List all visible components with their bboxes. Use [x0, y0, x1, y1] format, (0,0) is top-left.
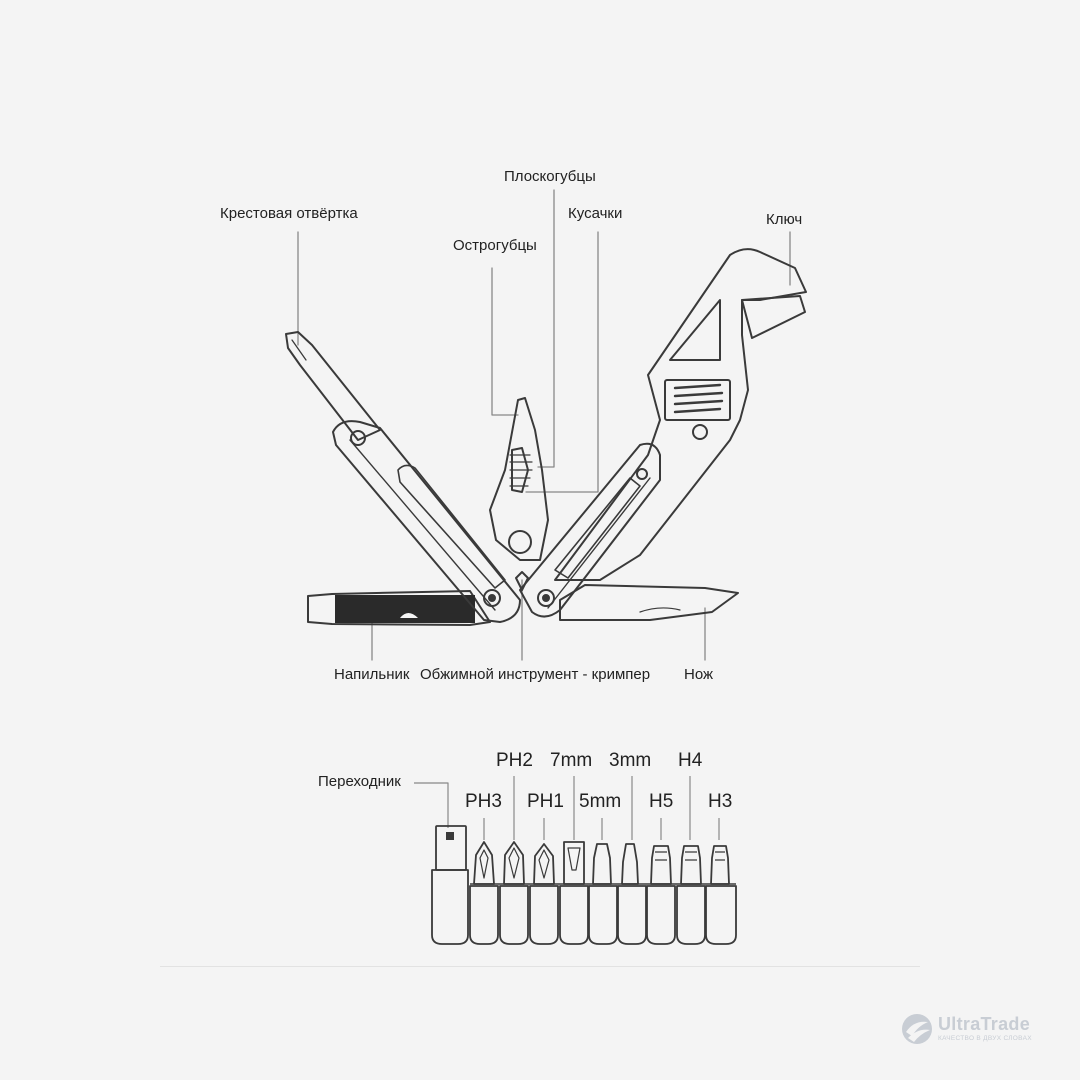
- label-wire-cutter: Кусачки: [568, 205, 623, 222]
- right-handle: [519, 442, 661, 618]
- label-slot7: 7mm: [550, 750, 593, 771]
- label-file: Напильник: [334, 666, 410, 683]
- label-crimper: Обжимной инструмент - кримпер: [420, 666, 651, 683]
- screwdriver-blade: [285, 331, 381, 441]
- label-knife: Нож: [684, 666, 714, 683]
- label-screwdriver: Крестовая отвёртка: [220, 205, 358, 222]
- label-wrench: Ключ: [766, 211, 803, 228]
- file-tool: [307, 590, 491, 626]
- label-slot5: 5mm: [579, 791, 622, 812]
- bottom-divider: [160, 966, 920, 967]
- label-ph3: PH3: [465, 791, 502, 812]
- label-needle-nose: Острогубцы: [453, 237, 537, 254]
- pliers-jaws: [489, 397, 549, 561]
- brand-watermark: UltraTrade КАЧЕСТВО В ДВУХ СЛОВАХ: [900, 1010, 1060, 1050]
- label-slot3: 3mm: [609, 750, 652, 771]
- crimper-notch: [515, 571, 529, 591]
- label-pliers: Плоскогубцы: [504, 168, 596, 185]
- label-h5: H5: [649, 791, 674, 812]
- left-handle: [332, 420, 521, 623]
- label-h4: H4: [678, 750, 703, 771]
- label-adapter: Переходник: [318, 773, 401, 790]
- bit-set: [414, 776, 737, 945]
- adjustable-wrench: [554, 248, 807, 581]
- brand-tagline: КАЧЕСТВО В ДВУХ СЛОВАХ: [938, 1035, 1032, 1042]
- brand-logo-icon: [902, 1014, 932, 1044]
- label-ph2: PH2: [496, 750, 533, 771]
- label-ph1: PH1: [527, 791, 564, 812]
- knife-blade: [559, 584, 739, 621]
- label-h3: H3: [708, 791, 733, 812]
- brand-name: UltraTrade: [938, 1014, 1031, 1034]
